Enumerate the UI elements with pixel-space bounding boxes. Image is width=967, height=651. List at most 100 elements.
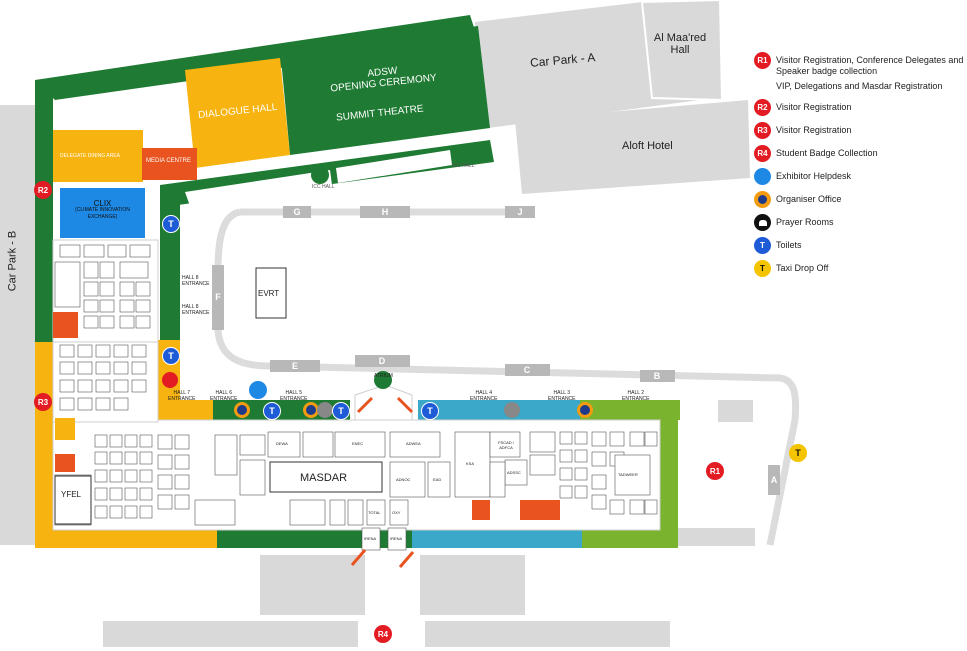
legend-r1: R1 Visitor Registration, Conference Dele…: [754, 52, 964, 77]
legend-text: Exhibitor Helpdesk: [776, 171, 852, 181]
entrance-text: HALL 8: [182, 275, 199, 281]
irena-booth-1: [361, 527, 381, 551]
dining-label: DELEGATE DINING AREA: [60, 153, 120, 159]
car-park-a-area: [475, 0, 700, 128]
legend-r3: R3 Visitor Registration: [754, 122, 964, 139]
road-tags: [212, 206, 780, 495]
irena-booth-2: [387, 527, 407, 551]
legend-text: Visitor Registration: [776, 102, 852, 112]
toilet-marker: T: [421, 402, 439, 420]
parking-block: [103, 621, 358, 647]
entrance-text: ENTRANCE: [210, 396, 238, 402]
r4-badge-icon: R4: [754, 145, 771, 162]
orange-booth: [520, 500, 560, 520]
teal-corridor-bottom: [412, 530, 582, 548]
parking-block: [260, 555, 365, 615]
prayer-room-markers: [317, 402, 520, 418]
media-label: MEDIA CENTRE: [146, 158, 192, 164]
r3-marker: R3: [34, 393, 52, 411]
booth-label: FSCAD / ADFCA: [498, 440, 514, 450]
entrance-text: ENTRANCE: [168, 396, 196, 402]
clix-line3: EXCHANGE): [87, 214, 118, 220]
lightgreen-corridor-bottom: [582, 530, 677, 548]
clix-line2: (CLIMATE INNOVATION: [75, 207, 130, 213]
booth-label: EAD: [433, 477, 442, 482]
road-letter-b: B: [654, 371, 661, 381]
legend-text: Prayer Rooms: [776, 217, 834, 227]
entrance-text: ENTRANCE: [548, 396, 576, 402]
legend-text: Organiser Office: [776, 194, 842, 204]
helpdesk-icon: [754, 168, 771, 185]
toilet-marker: T: [263, 402, 281, 420]
taxi-marker: T: [789, 444, 807, 462]
booth-label: IRENA: [390, 536, 403, 541]
organiser-office-markers: [162, 372, 593, 418]
orange-booth: [472, 500, 490, 520]
clix-line1: CLIX: [93, 199, 112, 208]
icc-hall-label-2: ICC HALL: [452, 163, 475, 169]
aloft-label: Aloft Hotel: [622, 140, 673, 152]
r2-badge-icon: R2: [754, 99, 771, 116]
al-maared-line1: Al Maa'red: [653, 32, 707, 44]
toilet-marker: T: [162, 347, 180, 365]
green-corridor-top: [35, 15, 478, 100]
entrance-text: ENTRANCE: [470, 396, 498, 402]
road-letter-d: D: [379, 356, 386, 366]
entrance-text: HALL 3: [553, 390, 571, 396]
road-letter-h: H: [382, 207, 389, 217]
booth-label: ADWEA: [406, 441, 421, 446]
toilet-marker: T: [162, 215, 180, 233]
entrance-text: HALL 8: [182, 304, 199, 310]
booth-label: TADWEER: [618, 472, 638, 477]
entrance-text: HALL 2: [627, 390, 645, 396]
map-legend: R1 Visitor Registration, Conference Dele…: [754, 52, 964, 283]
legend-text: Visitor Registration: [776, 125, 852, 135]
legend-taxi: T Taxi Drop Off: [754, 260, 964, 277]
parking-block: [425, 621, 670, 647]
red-booth: [53, 312, 78, 338]
al-maared-hall: [640, 0, 724, 102]
escalators: [350, 396, 415, 568]
booth-label: OXY: [392, 510, 401, 515]
green-corridor-left: [35, 80, 53, 342]
booth-label: DEWA: [276, 441, 288, 446]
orange-corridor-bottom: [35, 530, 217, 548]
yfel-label: YFEL: [61, 490, 82, 499]
media-centre: [142, 148, 197, 180]
legend-text: Student Badge Collection: [776, 148, 878, 158]
parking-block: [718, 400, 753, 422]
road-letter-f: F: [215, 292, 221, 302]
legend-toilets: T Toilets: [754, 237, 964, 254]
orange-corridor-left: [35, 342, 53, 547]
legend-text: Taxi Drop Off: [776, 263, 829, 273]
lightgreen-corridor-right: [660, 400, 678, 548]
r2-marker: R2: [34, 181, 52, 199]
entrance-text: HALL 7: [173, 390, 191, 396]
booth-label: TOTAL: [368, 510, 381, 515]
legend-r2: R2 Visitor Registration: [754, 99, 964, 116]
al-maared-label: Al Maa'red Hall: [648, 32, 712, 56]
clix-label: CLIX (CLIMATE INNOVATION EXCHANGE): [60, 200, 145, 221]
evrt-label: EVRT: [258, 289, 280, 298]
taxi-icon: T: [754, 260, 771, 277]
road-letter-j: J: [517, 207, 522, 217]
entrance-text: ENTRANCE: [182, 281, 210, 287]
legend-organiser: Organiser Office: [754, 191, 964, 208]
legend-text: Toilets: [776, 240, 802, 250]
r1-marker: R1: [706, 462, 724, 480]
atrium-label: ATRIUM: [374, 373, 393, 379]
icc-corridor-inner: [336, 150, 452, 183]
service-road: [214, 208, 800, 546]
masdar-label: MASDAR: [300, 472, 348, 484]
road-letter-e: E: [292, 361, 298, 371]
entrance-text: ENTRANCE: [622, 396, 650, 402]
